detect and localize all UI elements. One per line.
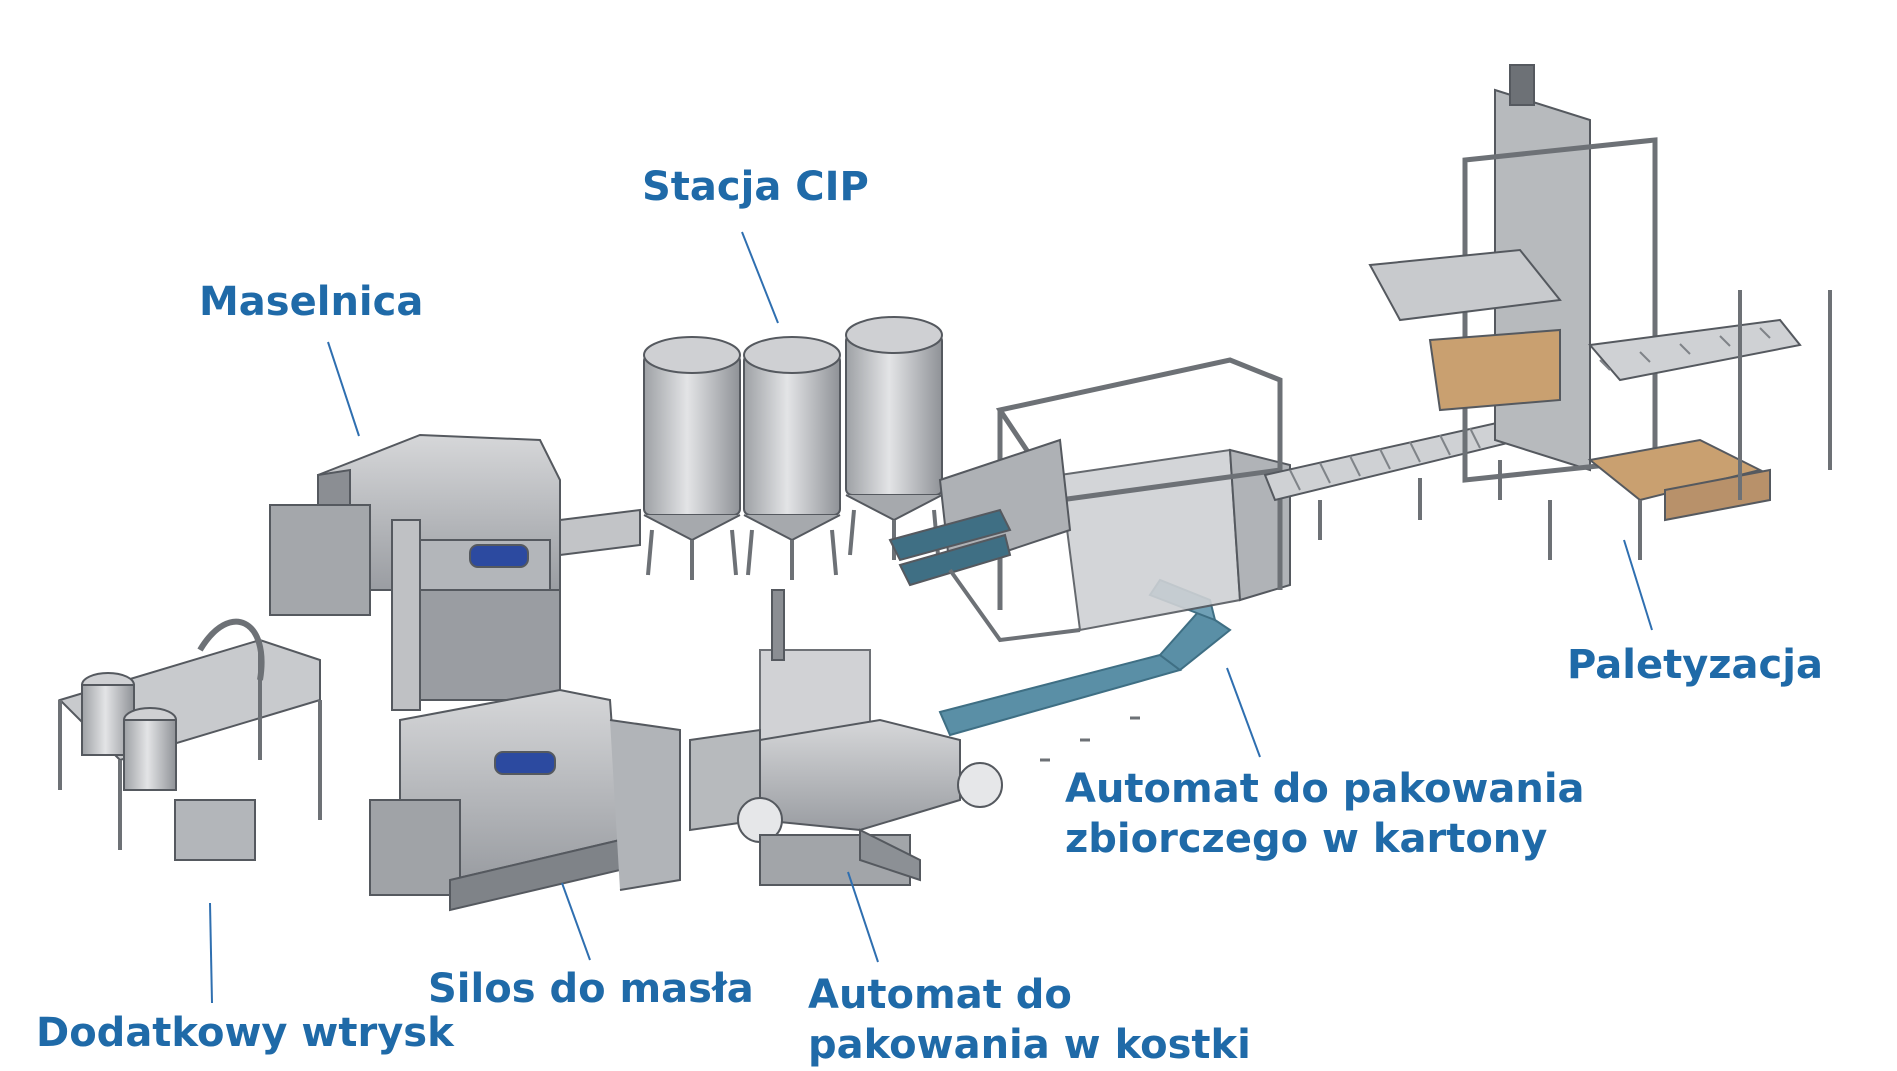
palletizer [1368, 64, 1832, 560]
leader-kartony [1226, 667, 1261, 758]
label-stacja-cip: Stacja CIP [642, 162, 869, 212]
leader-silos [561, 882, 591, 961]
leader-dodatkowy [209, 902, 213, 1004]
leader-paletyzacja [1623, 539, 1653, 631]
label-carton-packer: Automat do pakowania zbiorczego w karton… [1065, 764, 1585, 864]
label-paletyzacja-text: Paletyzacja [1567, 642, 1823, 688]
label-maselnica-text: Maselnica [199, 279, 424, 325]
label-block-packer-line2: pakowania w kostki [808, 1022, 1251, 1068]
butter-silo [369, 688, 681, 912]
label-carton-packer-line1: Automat do pakowania [1065, 766, 1585, 812]
label-dodatkowy-wtrysk: Dodatkowy wtrysk [36, 1008, 454, 1058]
leader-maselnica [327, 341, 360, 437]
label-maselnica: Maselnica [199, 277, 423, 327]
block-packer [689, 589, 1003, 886]
cip-tank-1 [643, 336, 741, 580]
label-paletyzacja: Paletyzacja [1567, 640, 1823, 690]
carton-packer [888, 357, 1291, 643]
label-block-packer: Automat do pakowania w kostki [808, 970, 1251, 1070]
label-dodatkowy-wtrysk-text: Dodatkowy wtrysk [36, 1010, 454, 1056]
leader-stacja-cip [741, 231, 779, 324]
label-carton-packer-line2: zbiorczego w kartony [1065, 816, 1548, 862]
leader-lines [209, 231, 1653, 1004]
dosing-unit [58, 618, 322, 861]
leader-kostki [847, 871, 879, 963]
label-silos-text: Silos do masła [428, 966, 754, 1012]
cip-tank-2 [743, 336, 841, 580]
label-block-packer-line1: Automat do [808, 972, 1072, 1018]
cip-tanks [643, 316, 943, 580]
label-silos: Silos do masła [428, 964, 754, 1014]
butter-churn [269, 433, 641, 711]
cip-tank-3 [845, 316, 943, 560]
label-stacja-cip-text: Stacja CIP [642, 164, 869, 210]
